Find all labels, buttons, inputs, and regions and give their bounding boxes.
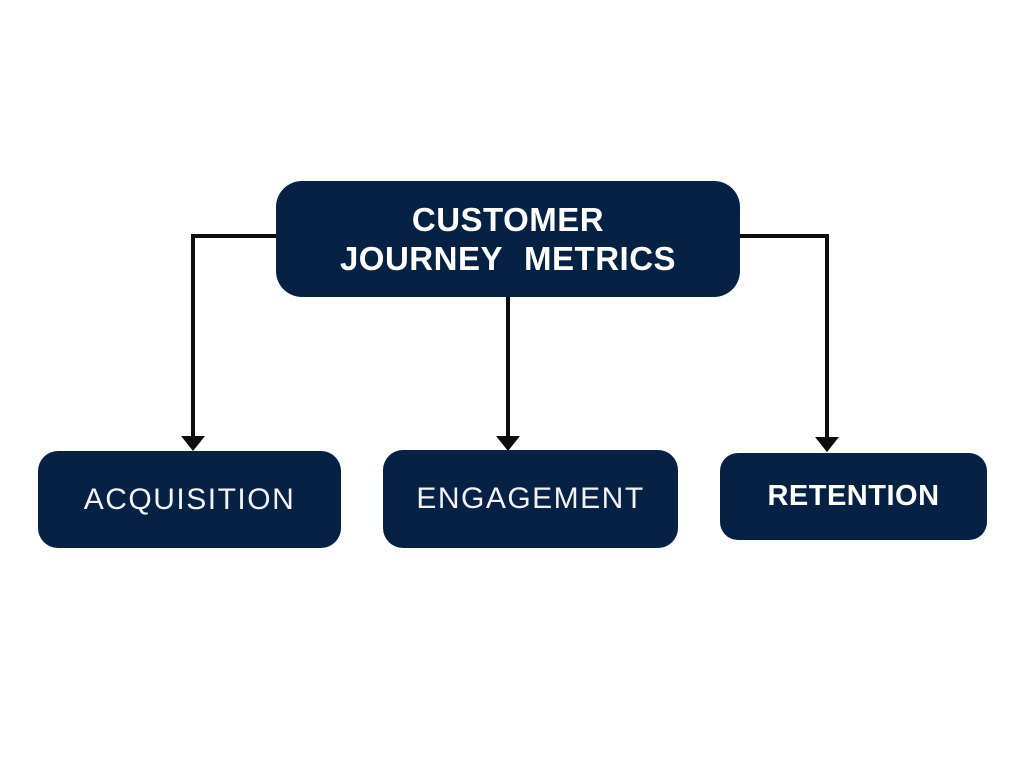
- arrowhead-engagement-icon: [496, 436, 520, 451]
- connector-root-to-retention-horizontal: [740, 234, 829, 238]
- arrowhead-retention-icon: [815, 437, 839, 452]
- root-node-title-line2: JOURNEY METRICS: [339, 240, 677, 277]
- retention-label: RETENTION: [767, 480, 940, 512]
- arrowhead-acquisition-icon: [181, 436, 205, 451]
- acquisition-label: ACQUISITION: [83, 482, 296, 516]
- child-node-acquisition: ACQUISITION: [38, 451, 341, 548]
- root-node-customer-journey-metrics: CUSTOMER JOURNEY METRICS: [276, 181, 740, 297]
- connector-root-to-acquisition-vertical: [191, 234, 195, 437]
- connector-root-to-acquisition-horizontal: [191, 234, 276, 238]
- child-node-engagement: ENGAGEMENT: [383, 450, 678, 548]
- engagement-label: ENGAGEMENT: [416, 482, 645, 515]
- root-node-title-line1: CUSTOMER: [411, 201, 605, 238]
- connector-root-to-retention-vertical: [825, 234, 829, 437]
- child-node-retention: RETENTION: [720, 453, 987, 540]
- connector-root-to-engagement-vertical: [506, 297, 510, 436]
